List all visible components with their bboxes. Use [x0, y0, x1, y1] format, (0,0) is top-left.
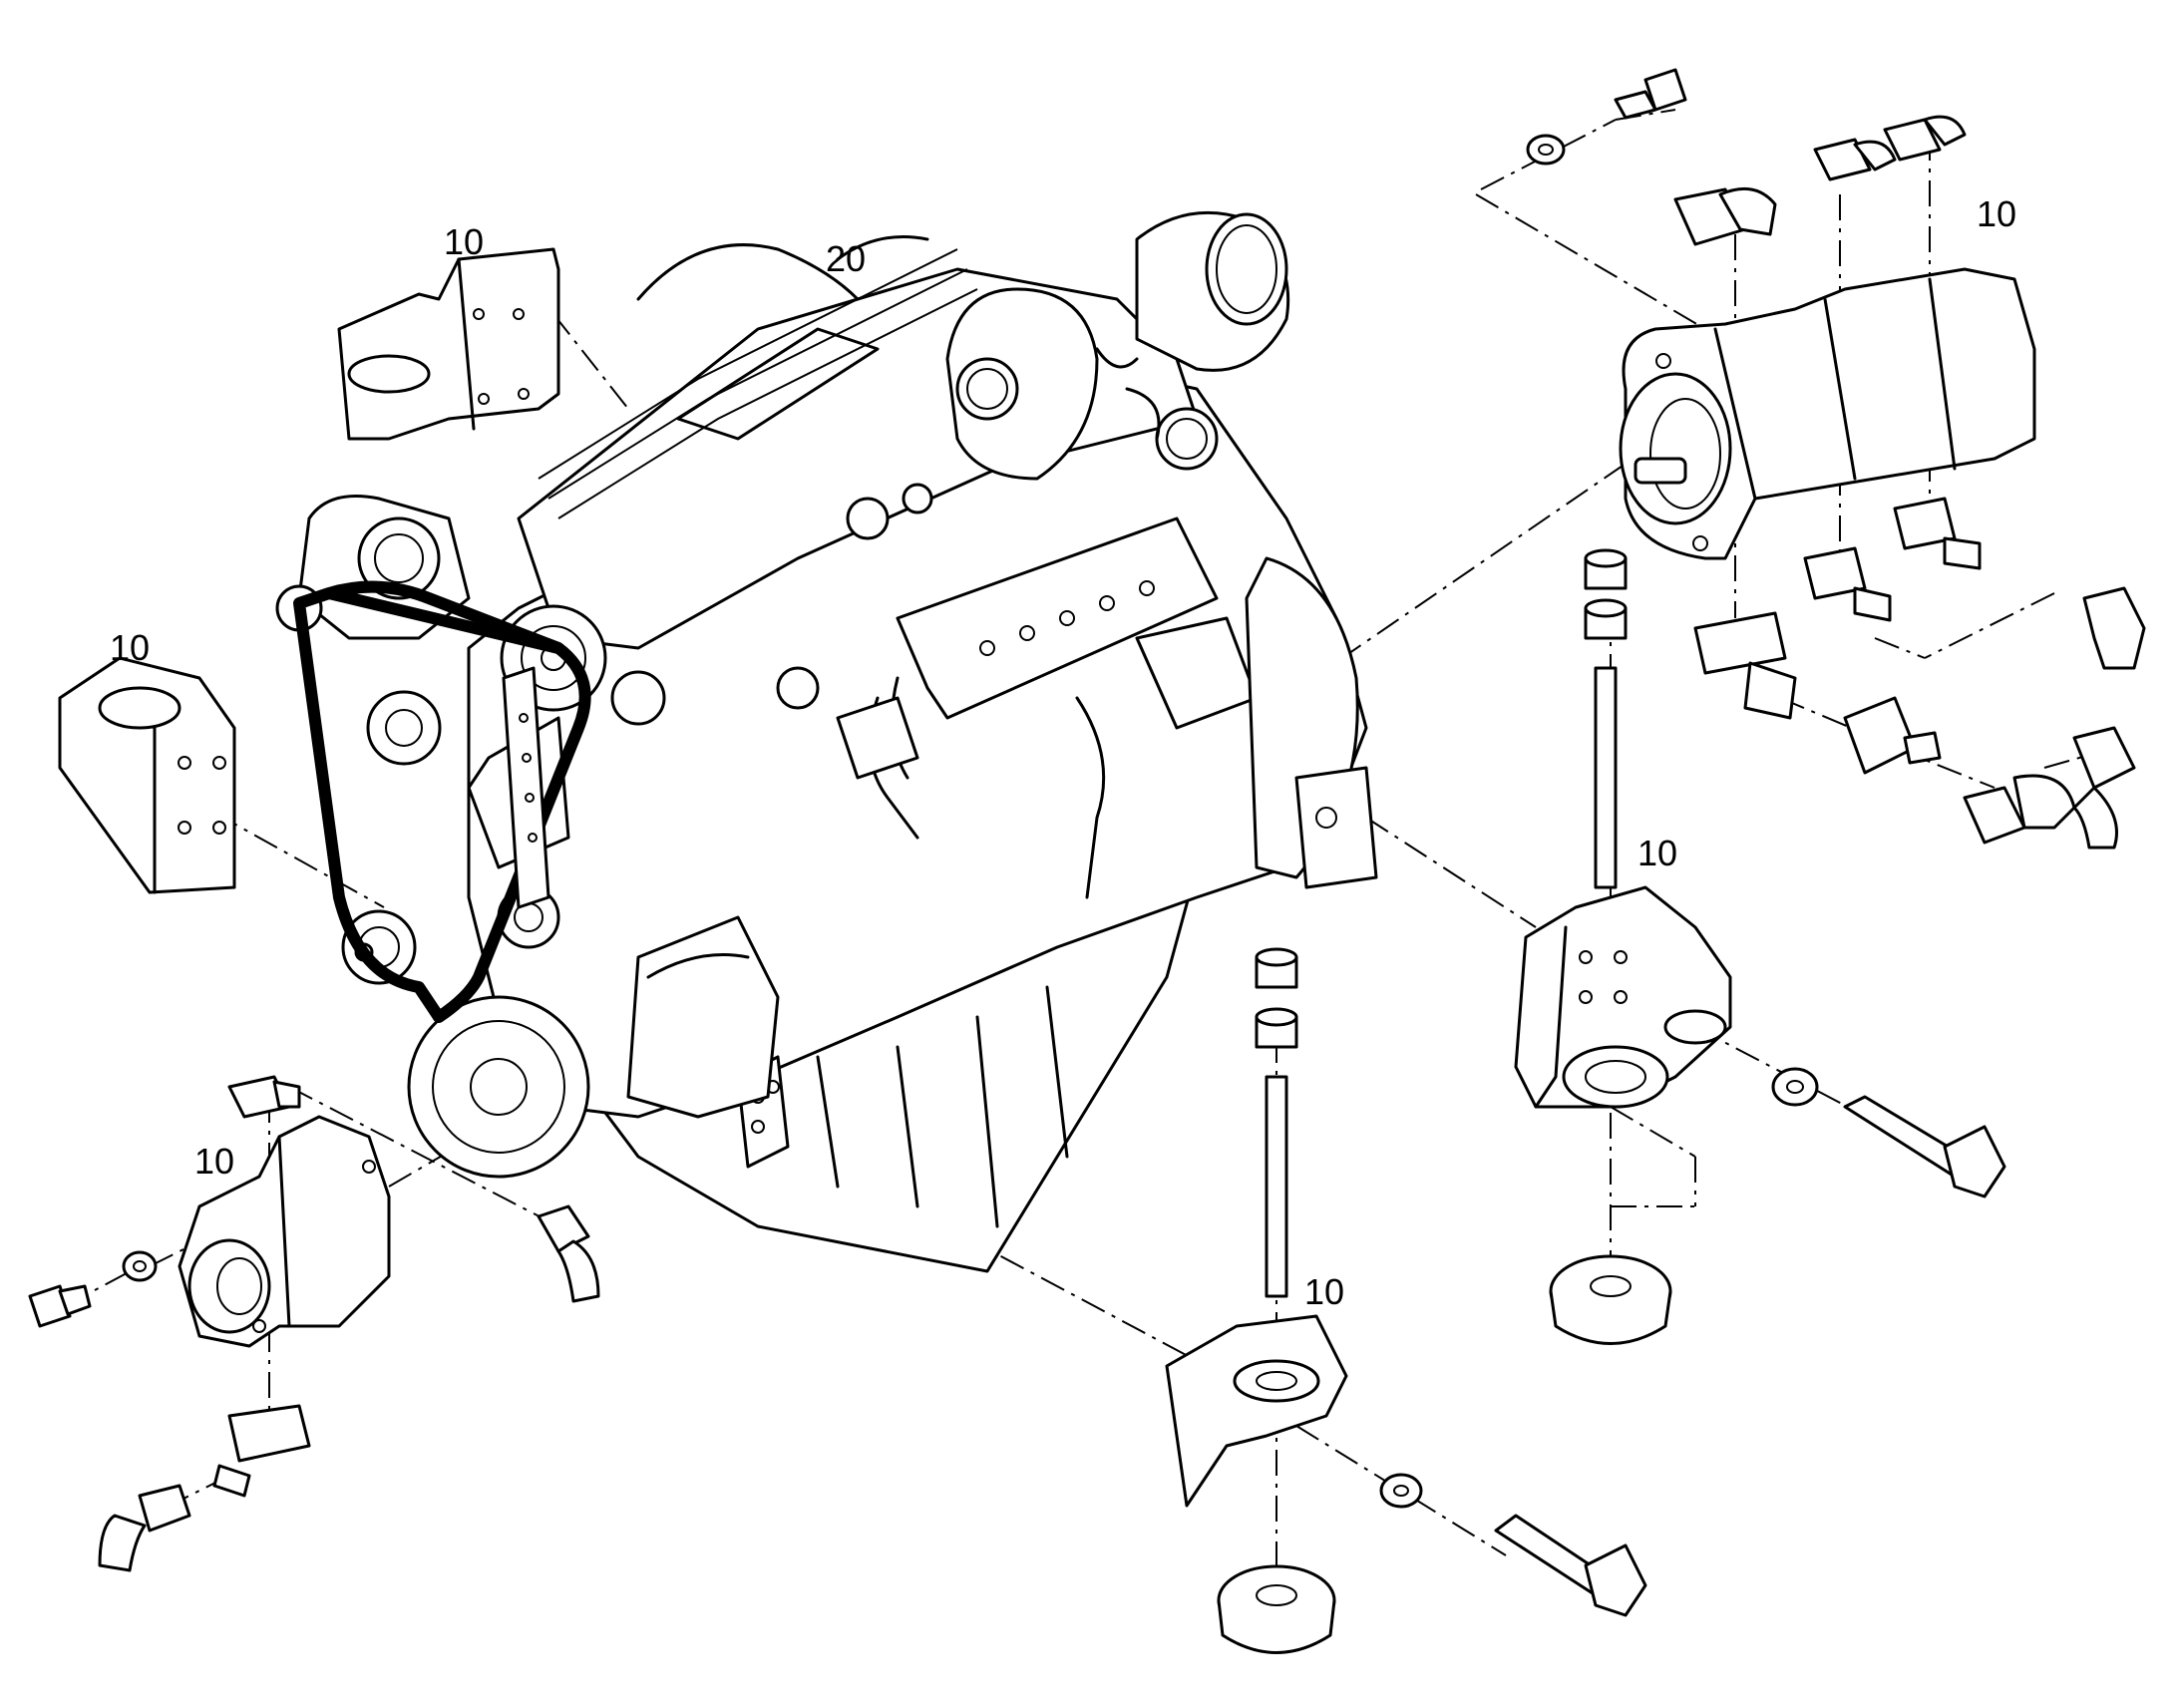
- top-right-fittings: [1526, 68, 2146, 850]
- callout-label: 10: [1304, 1271, 1344, 1312]
- engine-mount-right: [1514, 548, 2006, 1345]
- front-accessory-drive: [275, 495, 607, 1179]
- callout-label: 10: [194, 1141, 234, 1182]
- callout-label: 10: [1977, 193, 2016, 234]
- manifold-ports: [979, 580, 1155, 656]
- engine-mount-bracket-top-left: [337, 247, 560, 441]
- callout-label: 10: [110, 627, 150, 668]
- callout-labels: 10 20 10 10 10 10 10: [110, 193, 2016, 1312]
- engine-block-assembly: [467, 235, 1378, 1273]
- hydraulic-pump-top-right: [1619, 267, 2036, 560]
- callout-label: 10: [444, 221, 484, 262]
- callout-label: 20: [826, 238, 866, 279]
- engine-mount-center: [1165, 947, 1647, 1654]
- callout-label: 10: [1637, 833, 1677, 873]
- turbocharger: [945, 210, 1290, 481]
- engine-mount-bracket-left: [58, 656, 236, 894]
- hydraulic-pump-bottom-left: [28, 1075, 600, 1572]
